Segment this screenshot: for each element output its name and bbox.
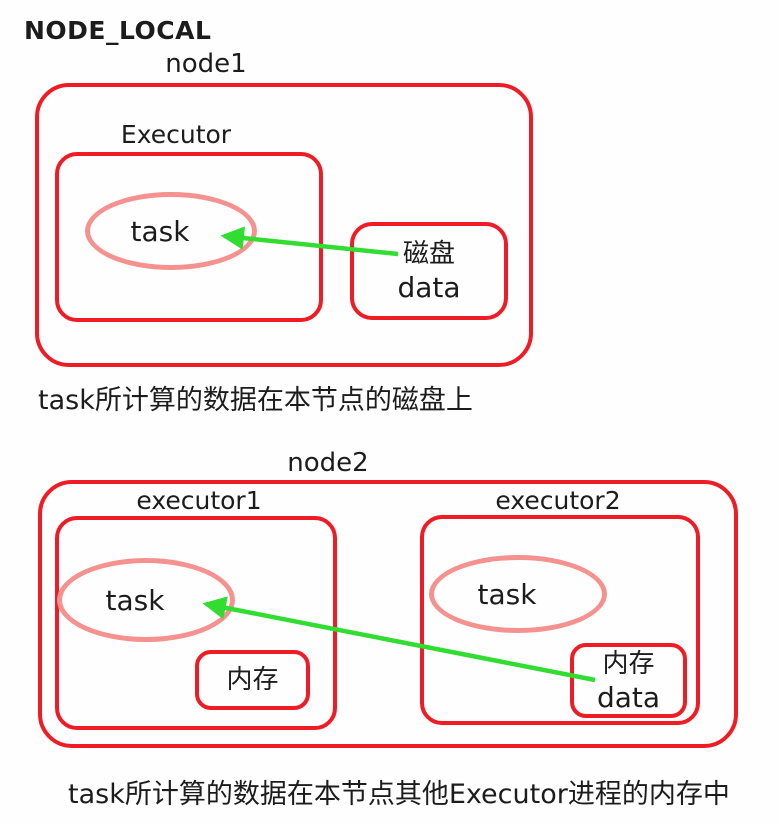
memory-box-executor1: 内存 <box>195 650 310 710</box>
disk-label: 磁盘 <box>402 239 455 269</box>
task-ellipse-node1: task <box>85 192 257 270</box>
node1-caption: task所计算的数据在本节点的磁盘上 <box>38 385 473 416</box>
task-label-executor2: task <box>477 577 537 611</box>
memory-data-box-executor2: 内存 data <box>570 643 687 718</box>
disk-data-box: 磁盘 data <box>350 222 508 320</box>
node1-box <box>35 83 533 367</box>
node2-box <box>38 480 738 748</box>
node2-label: node2 <box>287 448 369 478</box>
task-ellipse-executor2: task <box>429 555 607 633</box>
node1-label: node1 <box>165 49 247 79</box>
memory-data-label-executor2: data <box>596 680 661 714</box>
node2-caption: task所计算的数据在本节点其他Executor进程的内存中 <box>68 779 730 810</box>
memory-label-executor1: 内存 <box>226 664 279 695</box>
page-title: NODE_LOCAL <box>24 16 212 45</box>
disk-data-label: data <box>397 271 461 304</box>
task-label-executor1: task <box>105 583 165 617</box>
task-label-node1: task <box>130 214 190 248</box>
executor1-label: executor1 <box>136 486 262 515</box>
memory-label-executor2: 内存 <box>602 648 655 679</box>
executor-label: Executor <box>120 120 232 149</box>
task-ellipse-executor1: task <box>57 558 235 642</box>
executor2-label: executor2 <box>495 486 621 515</box>
